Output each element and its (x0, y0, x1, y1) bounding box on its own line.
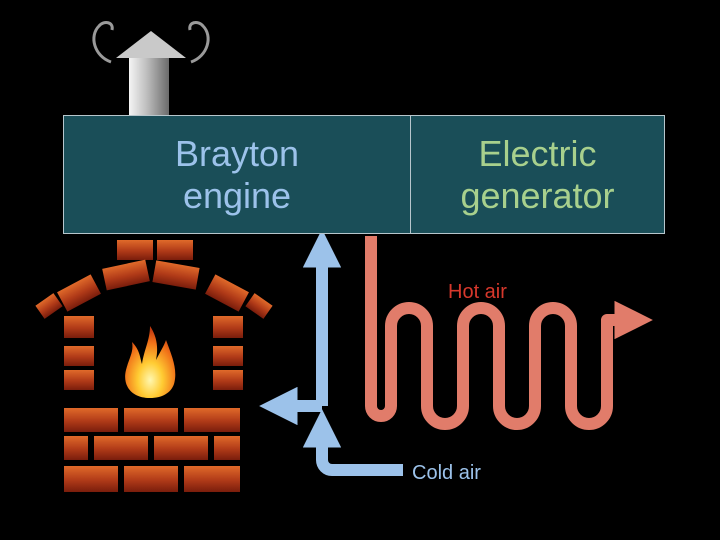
fireplace-icon (35, 240, 273, 492)
cold-air-label: Cold air (412, 462, 481, 484)
hot-air-pipe (365, 236, 653, 430)
flame-icon (125, 326, 176, 398)
chimney-icon (92, 21, 210, 115)
electric-generator-box: Electric generator (410, 115, 665, 234)
cold-air-pipes (259, 229, 403, 476)
hot-air-label: Hot air (448, 281, 507, 303)
generator-line2: generator (460, 174, 615, 216)
generator-line1: Electric (478, 132, 597, 174)
brayton-engine-box: Brayton engine (63, 115, 411, 234)
brayton-line2: engine (182, 174, 292, 216)
brayton-line1: Brayton (174, 132, 300, 174)
